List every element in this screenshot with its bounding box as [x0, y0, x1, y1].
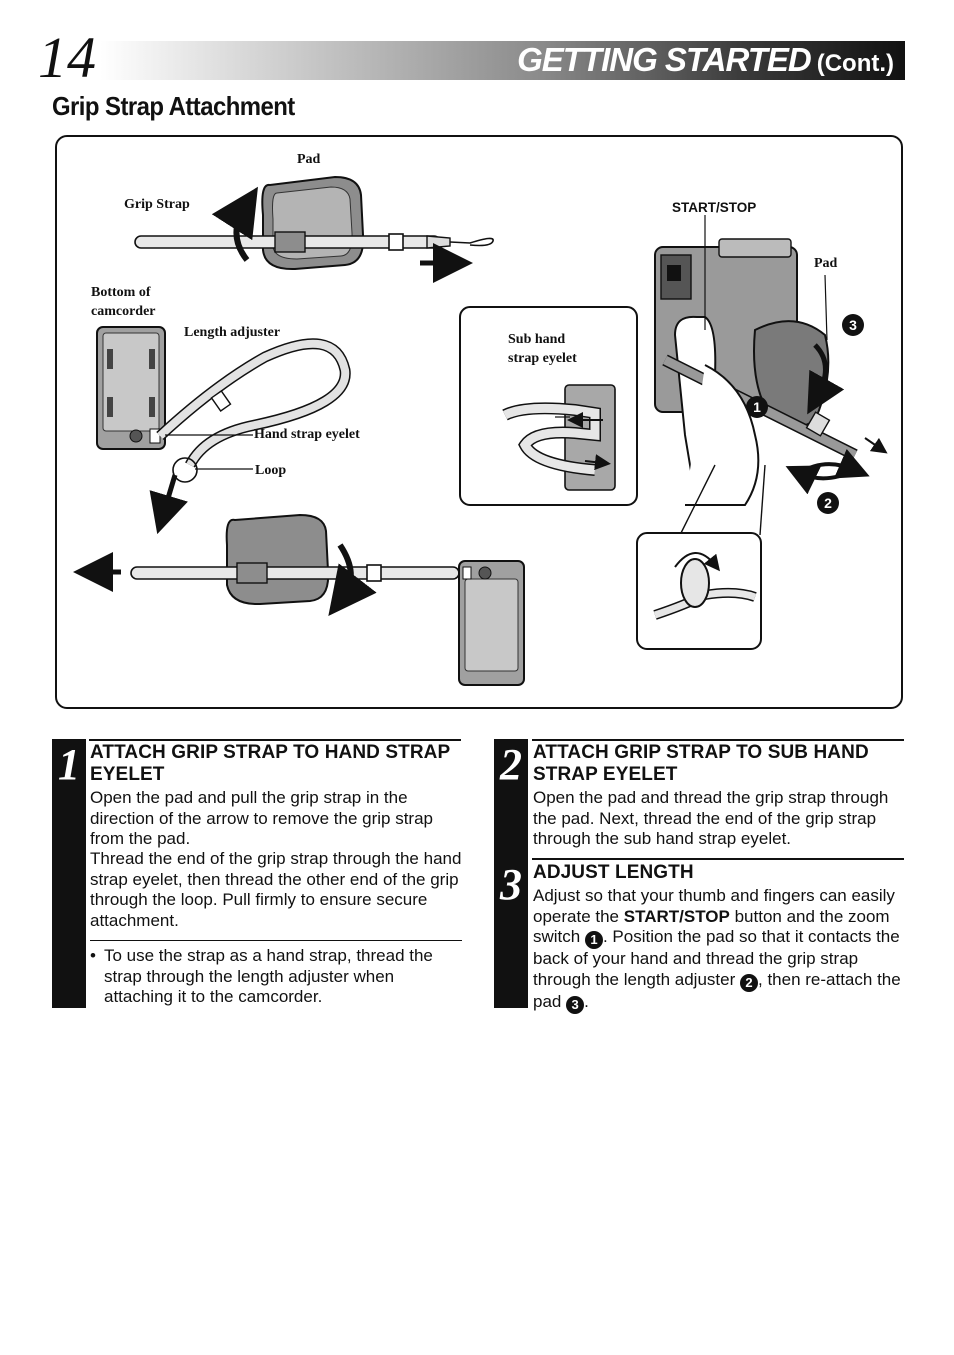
- step-3-ref-2: 2: [740, 973, 758, 992]
- label-sub-hand-2: strap eyelet: [508, 351, 577, 366]
- step-1-rule: [89, 739, 461, 741]
- header-title-suffix: (Cont.): [816, 50, 894, 77]
- step-3-text-d: . Position the pad so that it contacts t…: [533, 927, 900, 989]
- label-length-adjuster: Length adjuster: [184, 325, 281, 340]
- sub-hand-eyelet-callout: [459, 306, 638, 506]
- step-3-text-e: , then re-attach the pad: [533, 969, 901, 1011]
- step-2-number: 2: [500, 740, 522, 789]
- marker-2-text: 2: [824, 495, 832, 511]
- step-3-start-stop: START/STOP: [623, 906, 730, 926]
- label-bottom-of-camcorder-2: camcorder: [91, 304, 156, 319]
- step-3-text-c: button and the zoom switch: [533, 906, 890, 947]
- step-2-3-sidebar: [494, 739, 528, 1008]
- step-1-note: To use the strap as a hand strap, thread…: [104, 946, 433, 1006]
- label-sub-hand-1: Sub hand: [508, 332, 566, 347]
- label-hand-strap-eyelet: Hand strap eyelet: [254, 427, 360, 442]
- page-number: 14: [38, 25, 96, 90]
- step-1-sidebar: [52, 739, 86, 1008]
- marker-3-text: 3: [849, 317, 857, 333]
- label-grip-strap: Grip Strap: [124, 197, 190, 212]
- step-3-text-f: .: [584, 991, 589, 1011]
- top-grip-strap-figure: [134, 175, 494, 283]
- step-1-note-rule: [90, 940, 462, 941]
- step-3-ref-1: 1: [584, 931, 603, 949]
- label-pad-right: Pad: [814, 256, 838, 271]
- step-2-rule: [532, 739, 904, 741]
- camcorder-hand-figure: [555, 215, 888, 536]
- marker-1: 1: [746, 396, 768, 418]
- step-2-paragraph-1: Open the pad and thread the grip strap t…: [533, 788, 889, 848]
- marker-3: 3: [842, 314, 864, 336]
- label-start-stop: START/STOP: [672, 200, 757, 215]
- marker-1-text: 1: [753, 399, 761, 415]
- step-3-rule: [532, 858, 904, 860]
- step-3-text: Adjust so that your thumb and fingers ca…: [533, 886, 905, 1014]
- bottom-grip-strap-figure: [73, 513, 525, 686]
- grip-strap-illustration: 1 2 3: [73, 175, 888, 686]
- step-1-number: 1: [58, 740, 80, 789]
- step-1-paragraph-1: Open the pad and pull the grip strap in …: [90, 788, 433, 848]
- label-loop: Loop: [255, 463, 287, 478]
- camcorder-bottom-figure: [96, 326, 351, 535]
- header-title-text: GETTING STARTED: [517, 41, 812, 78]
- step-1-title: Attach grip strap to hand strap eyelet: [90, 742, 450, 785]
- step-3-number: 3: [500, 860, 522, 909]
- illustration-frame: [55, 135, 903, 709]
- step-3-text-a: Adjust so that your thumb and fingers ca…: [533, 886, 895, 926]
- step-3-ref-3: 3: [566, 995, 585, 1014]
- header-title: GETTING STARTED(Cont.): [517, 38, 894, 86]
- marker-2: 2: [817, 492, 839, 514]
- step-3-title: Adjust length: [533, 862, 694, 883]
- step-2-title: Attach grip strap to sub hand strap eyel…: [533, 742, 869, 785]
- step-1-paragraph-2: Thread the end of the grip strap through…: [90, 849, 462, 930]
- label-bottom-of-camcorder-1: Bottom of: [91, 285, 151, 300]
- header-gradient-bar: [100, 41, 905, 80]
- label-pad-top: Pad: [297, 152, 321, 167]
- loop-detail-callout: [636, 532, 762, 650]
- step-1-note-bullet: •: [90, 946, 96, 965]
- section-title: Grip Strap Attachment: [52, 91, 295, 121]
